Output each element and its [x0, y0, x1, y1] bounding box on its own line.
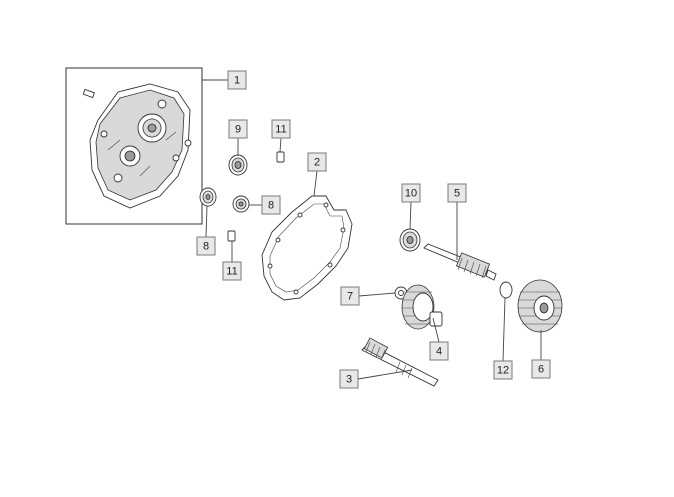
- callout-11b: 11: [222, 261, 242, 281]
- gear-4: [401, 284, 443, 330]
- pin-11-lower: [227, 230, 236, 242]
- callout-label: 11: [275, 124, 286, 136]
- callout-label: 1: [234, 75, 240, 87]
- callout-11a: 11: [271, 119, 291, 139]
- seal-8-right: [232, 195, 250, 213]
- callout-label: 8: [203, 241, 209, 253]
- callout-8b: 8: [261, 195, 281, 215]
- leader-11a: [279, 137, 282, 153]
- circlip-12: [499, 281, 513, 299]
- callout-8a: 8: [196, 236, 216, 256]
- callout-4: 4: [429, 341, 449, 361]
- leader-4: [432, 317, 440, 343]
- callout-label: 12: [497, 365, 509, 377]
- gear-6: [517, 279, 563, 333]
- cover-dowel-pin: [82, 88, 95, 99]
- bearing-10: [399, 228, 421, 252]
- callout-1: 1: [227, 70, 247, 90]
- callout-label: 5: [454, 188, 460, 200]
- callout-label: 3: [346, 374, 352, 386]
- bearing-9: [228, 154, 248, 176]
- leader-7: [358, 292, 396, 297]
- callout-label: 8: [268, 200, 274, 212]
- callout-6: 6: [531, 359, 551, 379]
- leader-2: [313, 170, 318, 197]
- callout-label: 4: [436, 346, 442, 358]
- cover-nut: [184, 139, 192, 147]
- seal-8-left: [199, 187, 217, 207]
- pin-11-top: [276, 151, 285, 163]
- leader-3: [357, 369, 413, 380]
- callout-2: 2: [307, 152, 327, 172]
- leader-10: [409, 201, 412, 230]
- leader-lines: [202, 79, 542, 380]
- callout-label: 9: [235, 124, 241, 136]
- callout-label: 11: [226, 266, 237, 278]
- callout-5: 5: [447, 183, 467, 203]
- callout-label: 6: [538, 364, 544, 376]
- transmission-cover: [89, 83, 191, 209]
- callout-label: 7: [347, 291, 353, 303]
- callout-10: 10: [401, 183, 421, 203]
- leader-8a: [205, 205, 208, 238]
- callout-label: 2: [314, 157, 320, 169]
- shaft-5: [423, 243, 497, 281]
- gasket-2: [261, 195, 353, 301]
- callout-9: 9: [228, 119, 248, 139]
- leader-12: [502, 297, 506, 362]
- callout-12: 12: [493, 360, 513, 380]
- callout-label: 10: [405, 188, 417, 200]
- callout-3: 3: [339, 369, 359, 389]
- shaft-3: [361, 337, 439, 387]
- callout-7: 7: [340, 286, 360, 306]
- cover-frame: [65, 67, 203, 225]
- transmission-cover-group: [65, 67, 203, 225]
